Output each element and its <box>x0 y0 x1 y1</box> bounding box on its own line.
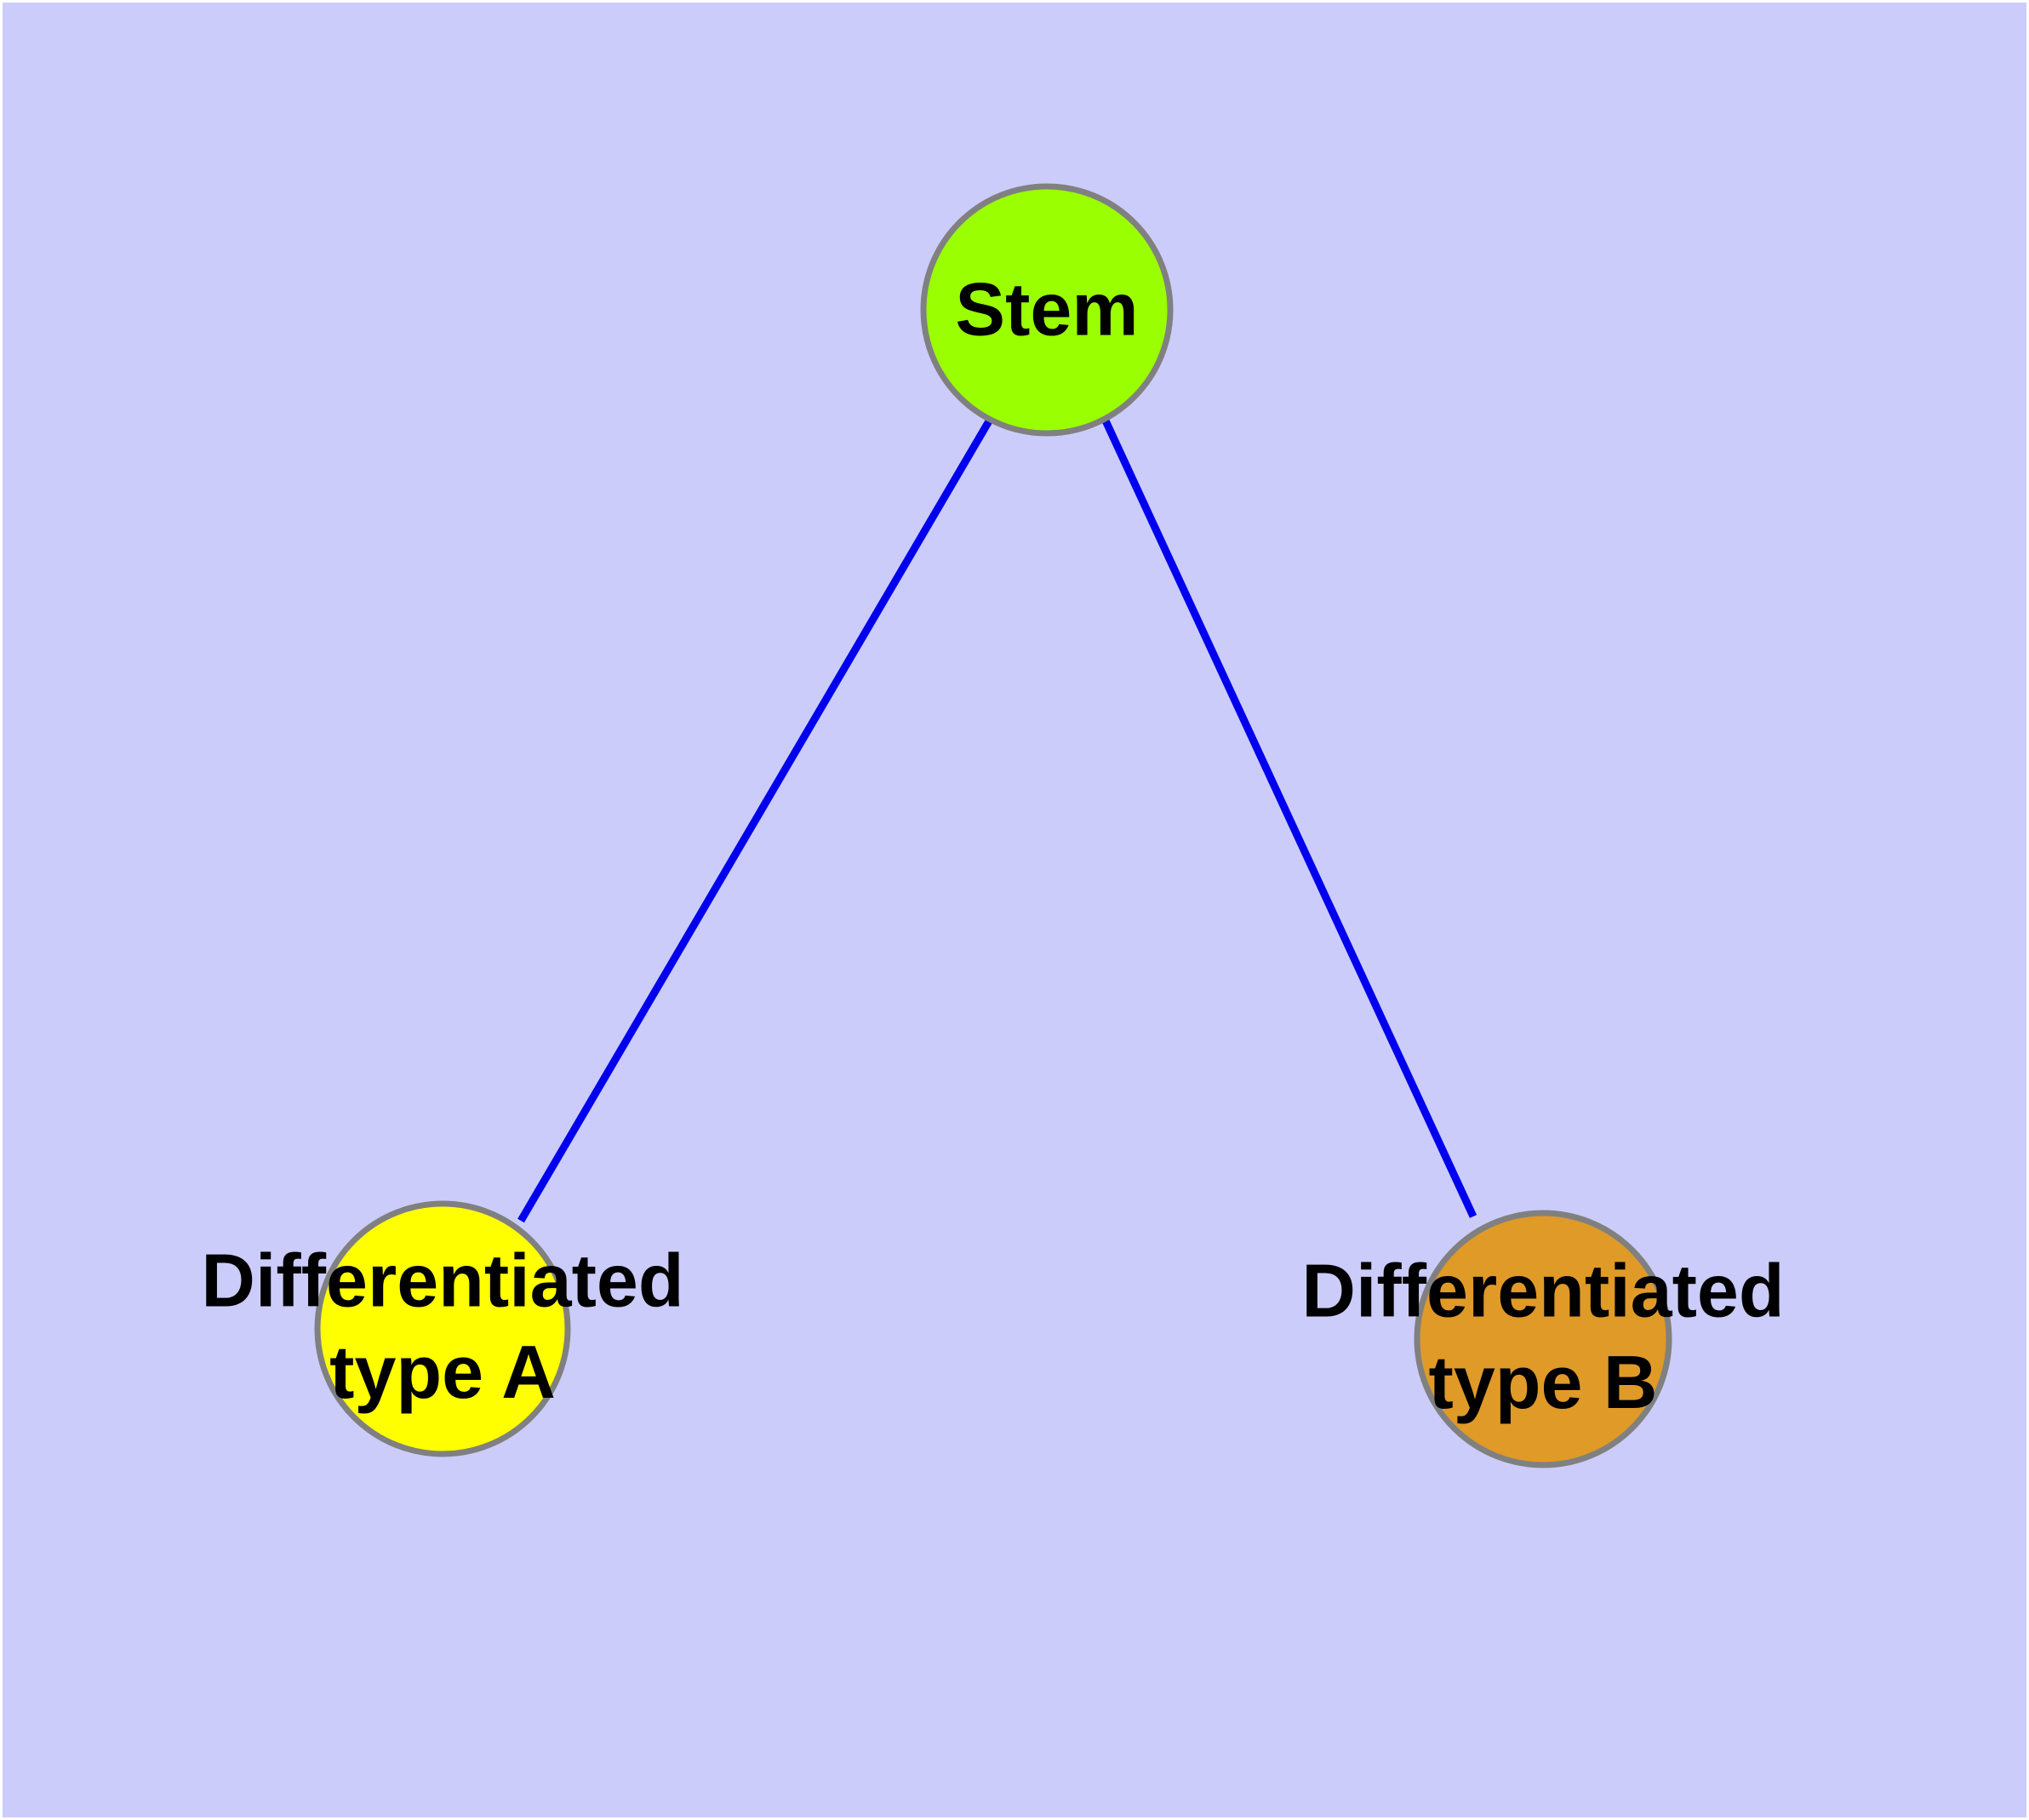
nodes-layer <box>314 183 1672 1468</box>
node-stem-label: Stem <box>955 266 1138 351</box>
node-differentiated-type-b-circle[interactable] <box>1414 1210 1672 1468</box>
edge-stem-to-differentiated-type-a[interactable] <box>517 417 993 1223</box>
edges-layer <box>517 417 1477 1223</box>
node-differentiated-type-a[interactable] <box>314 1200 571 1457</box>
node-stem-circle[interactable] <box>920 183 1174 437</box>
labels-layer: Stem Differentiated type A Differentiate… <box>201 266 1784 1424</box>
edge-stem-to-differentiated-type-b[interactable] <box>1100 417 1477 1218</box>
node-differentiated-type-b-label-line2: type B <box>1429 1340 1658 1424</box>
node-differentiated-type-a-circle[interactable] <box>314 1200 571 1457</box>
node-differentiated-type-a-label-line2: type A <box>329 1330 556 1414</box>
node-differentiated-type-b-label-line1: Differentiated <box>1301 1249 1784 1333</box>
node-differentiated-type-b[interactable] <box>1414 1210 1672 1468</box>
node-differentiated-type-a-label-line1: Differentiated <box>201 1239 683 1323</box>
node-stem[interactable] <box>920 183 1174 437</box>
